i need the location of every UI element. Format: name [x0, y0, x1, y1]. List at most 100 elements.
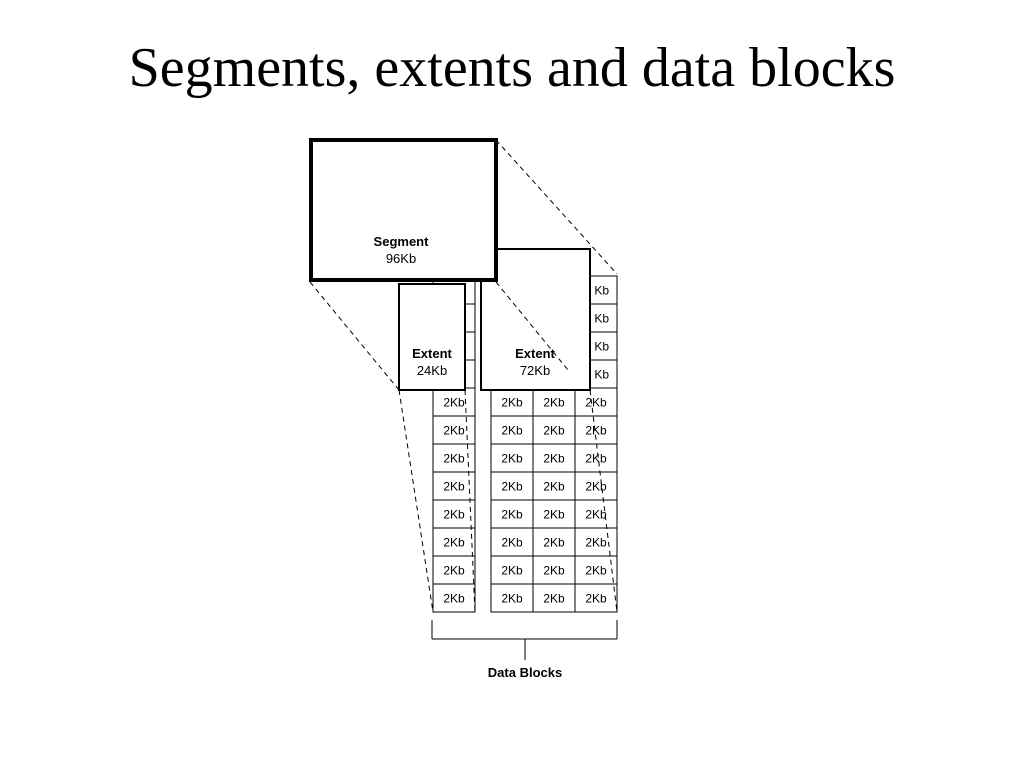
projection-line	[309, 281, 400, 391]
data-block: 2Kb	[532, 555, 576, 585]
data-block-label: 2Kb	[585, 564, 607, 578]
extent-72kb: Extent 72Kb	[480, 248, 591, 391]
data-block: 2Kb	[532, 583, 576, 613]
data-block-label: 2Kb	[443, 508, 465, 522]
data-block-label: 2Kb	[543, 536, 565, 550]
data-blocks-bracket	[431, 620, 618, 660]
data-block: 2Kb	[574, 443, 618, 473]
data-block: 2Kb	[532, 499, 576, 529]
data-blocks-label: Data Blocks	[488, 665, 562, 680]
data-block-label: 2Kb	[585, 424, 607, 438]
data-block-label: 2Kb	[443, 592, 465, 606]
data-block-label: 2Kb	[443, 452, 465, 466]
slide-title: Segments, extents and data blocks	[128, 37, 896, 99]
data-block-box	[574, 555, 618, 585]
data-block-label: 2Kb	[585, 396, 607, 410]
projection-line	[398, 389, 434, 613]
data-block-label: 2Kb	[543, 508, 565, 522]
extent-24kb: Extent 24Kb	[398, 283, 466, 391]
segment-label: Segment	[374, 234, 430, 249]
data-block: 2Kb	[432, 499, 476, 529]
data-block: 2Kb	[490, 443, 534, 473]
data-block: 2Kb	[432, 471, 476, 501]
data-block-label: 2Kb	[585, 592, 607, 606]
data-block-box	[432, 387, 476, 417]
data-block-box	[574, 471, 618, 501]
data-block-label: 2Kb	[501, 564, 523, 578]
projection-line	[495, 139, 618, 275]
data-block-box	[432, 499, 476, 529]
data-block-box	[532, 527, 576, 557]
extent-24kb-size: 24Kb	[417, 363, 447, 378]
data-block: 2Kb	[490, 471, 534, 501]
extent-24kb-box	[398, 283, 466, 391]
data-block-box	[490, 555, 534, 585]
data-block-label: 2Kb	[543, 592, 565, 606]
data-block: 2Kb	[490, 527, 534, 557]
data-block-label: 2Kb	[443, 536, 465, 550]
data-block: 2Kb	[490, 583, 534, 613]
data-block-label: 2Kb	[443, 396, 465, 410]
data-block-label: 2Kb	[501, 396, 523, 410]
data-block-label: 2Kb	[585, 480, 607, 494]
data-block-label: 2Kb	[501, 480, 523, 494]
data-block: 2Kb	[490, 387, 534, 417]
data-block-label: Kb	[594, 368, 609, 382]
segment-box	[309, 138, 498, 282]
segment-projection-lines	[309, 139, 618, 391]
data-block: 2Kb	[574, 583, 618, 613]
data-block-label: 2Kb	[501, 424, 523, 438]
data-block-box	[532, 415, 576, 445]
data-block-label: 2Kb	[585, 508, 607, 522]
data-block: 2Kb	[574, 499, 618, 529]
data-block-box	[432, 471, 476, 501]
data-block: 2Kb	[432, 387, 476, 417]
data-block-box	[532, 443, 576, 473]
data-block: 2Kb	[574, 471, 618, 501]
data-block-box	[532, 471, 576, 501]
data-block: 2Kb	[574, 555, 618, 585]
data-block: 2Kb	[532, 415, 576, 445]
projection-line	[495, 281, 569, 371]
data-block-box	[432, 555, 476, 585]
data-block-label: Kb	[594, 340, 609, 354]
extent-72kb-size: 72Kb	[520, 363, 550, 378]
segment: Segment 96Kb	[309, 138, 498, 282]
data-block-label: 2Kb	[543, 564, 565, 578]
data-block-label: 2Kb	[443, 424, 465, 438]
data-block: 2Kb	[574, 387, 618, 417]
data-block: 2Kb	[532, 527, 576, 557]
data-block-box	[490, 583, 534, 613]
data-block-label: 2Kb	[585, 536, 607, 550]
data-block-label: 2Kb	[543, 396, 565, 410]
data-block: 2Kb	[574, 415, 618, 445]
data-block: 2Kb	[432, 555, 476, 585]
segment-size: 96Kb	[386, 251, 416, 266]
data-block: 2Kb	[574, 527, 618, 557]
data-block-label: 2Kb	[501, 536, 523, 550]
data-block: 2Kb	[490, 415, 534, 445]
data-block: 2Kb	[532, 387, 576, 417]
data-block-box	[432, 583, 476, 613]
data-block-label: 2Kb	[585, 452, 607, 466]
data-block: 2Kb	[432, 443, 476, 473]
projection-line	[464, 389, 476, 613]
data-block-label: 2Kb	[543, 480, 565, 494]
data-block: 2Kb	[490, 499, 534, 529]
data-block-box	[432, 415, 476, 445]
data-block-box	[432, 527, 476, 557]
data-block-label: 2Kb	[501, 508, 523, 522]
data-block-label: 2Kb	[501, 452, 523, 466]
data-block-box	[574, 583, 618, 613]
data-block-label: Kb	[594, 312, 609, 326]
extent-72kb-box	[480, 248, 591, 391]
data-block: 2Kb	[532, 443, 576, 473]
data-block-label: 2Kb	[543, 452, 565, 466]
data-block-label: 2Kb	[501, 592, 523, 606]
data-block-box	[574, 499, 618, 529]
data-block-label: 2Kb	[443, 480, 465, 494]
data-block-box	[490, 527, 534, 557]
data-block: 2Kb	[432, 583, 476, 613]
